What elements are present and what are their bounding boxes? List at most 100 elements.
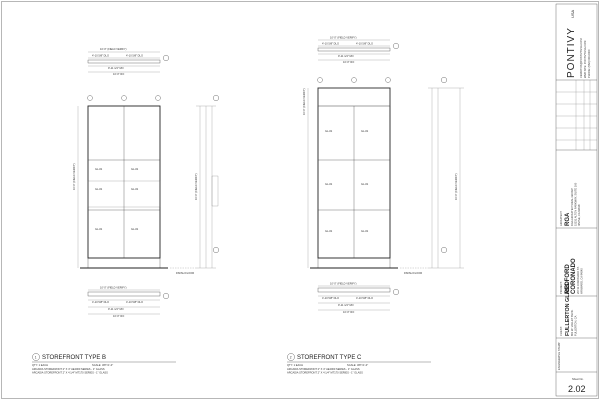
architect-addr2: IRVINE, CA 92618 [577, 204, 581, 226]
glass-tag: GL-#1 [361, 129, 369, 133]
glass-tag: GL-#1 [131, 167, 139, 171]
project-label: PROJECT: [559, 281, 563, 294]
architect-block: ARCHITECT: RGA RGA ARCHITECTURAL GROUP 1… [559, 182, 581, 226]
title-block: PONTIVY USA CERRITOS@PONTIVYUSA.COM WEB … [555, 3, 598, 397]
brand-block: PONTIVY USA CERRITOS@PONTIVYUSA.COM WEB … [566, 9, 591, 78]
elevation-number: 2 [290, 355, 292, 359]
bottom-sub-b: 4'-10 5/8" DLO [126, 300, 143, 304]
brand-sub: USA [570, 9, 575, 18]
glass-tag: GL-#1 [131, 187, 139, 191]
right-dim-chain: 10'-0" (FIELD VERIFY) [194, 105, 219, 269]
elevation-scale: SCALE: 3/8"=1'-0" [347, 363, 368, 367]
storefront-frame [80, 105, 168, 269]
mid-dim: 9'-11 1/4" MO [338, 54, 354, 58]
detail-callout-icon [393, 43, 399, 49]
bottom-mid: 9'-11 1/4" MO [338, 303, 354, 307]
left-overall-dim: 10'-0" (FIELD VERIFY) [72, 106, 79, 268]
glass-tag: GL-#1 [95, 187, 103, 191]
bottom-top-dim: 10'-0" (FIELD VERIFY) [100, 286, 127, 290]
sheet-label: Sheet No. [572, 377, 584, 381]
elevation-note-1: ARCADIA STOREFRONT 2" X 4" AE4000 SERIES… [287, 367, 360, 371]
bottom-sub-a: 4'-10 5/8" DLO [322, 296, 339, 300]
top-dim-text: 10'-0" (FIELD VERIFY) [100, 47, 127, 51]
bottom-top-dim: 10'-0" (FIELD VERIFY) [330, 282, 357, 286]
right-overall-text: 10'-0" (FIELD VERIFY) [194, 173, 198, 200]
elevation-note-2: ARCADIA STOREFRONT 2" X 4 1/4" MT170 SER… [287, 371, 363, 375]
contact-3: PHONE: (562) 000-0000 [587, 49, 591, 78]
top-dim-text: 10'-0" (FIELD VERIFY) [330, 36, 357, 40]
glass-tag: GL-#1 [131, 227, 139, 231]
project-addr1: 20711 CORONADO ST. [576, 266, 580, 294]
finish-floor-label: FINISH FLOOR [404, 271, 422, 275]
glass-tag: GL-#1 [95, 227, 103, 231]
project-name-2: CORONADO [571, 258, 577, 294]
elevation-title-2: 2 STOREFRONT TYPE C QTY: 1 EACH SCALE: 3… [287, 353, 431, 375]
sheet-number-block: Sheet No. 2.02 [568, 377, 586, 394]
architect-name: RGA [565, 212, 571, 226]
right-dim-chain: 10'-0" (FIELD VERIFY) [428, 87, 464, 269]
left-overall-dim: 10'-0" (FIELD VERIFY) [302, 88, 309, 268]
bottom-unit: 10'-0" RO [343, 310, 354, 314]
elevation-qty: QTY: 1 EACH [32, 363, 48, 367]
sub-dim-a: 4'-10 5/8" DLO [322, 42, 339, 46]
client-name: FULLERTON GLASS [565, 283, 571, 336]
bottom-sub-a: 4'-10 5/8" DLO [92, 300, 109, 304]
contact-1: CERRITOS@PONTIVYUSA.COM [579, 39, 583, 78]
elevation-type-c: 10'-0" (FIELD VERIFY) 4'-10 5/8" DLO 4'-… [287, 36, 464, 375]
project-addr2: HAYWARD, CA 94545 [580, 268, 584, 294]
elevation-title: STOREFRONT TYPE B [42, 355, 106, 361]
left-overall-text: 10'-0" (FIELD VERIFY) [72, 163, 76, 190]
detail-callout-icon [163, 293, 169, 299]
sheet-number: 2.02 [568, 384, 586, 394]
glass-tag: GL-#1 [325, 229, 333, 233]
column-markers [317, 77, 447, 253]
sub-dim-b: 4'-10 5/8" DLO [126, 54, 143, 58]
glass-tag: GL-#1 [361, 229, 369, 233]
glass-tags: GL-#1 GL-#1 GL-#1 GL-#1 GL-#1 GL-#1 [95, 167, 139, 231]
revision-table [556, 80, 597, 150]
detail-callout-icon [163, 55, 169, 61]
storefront-frame [310, 87, 398, 269]
architect-label: ARCHITECT: [559, 210, 563, 226]
elevation-scale: SCALE: 3/8"=1'-0" [92, 363, 113, 367]
glass-tag: GL-#1 [95, 167, 103, 171]
detail-callout-icon [393, 289, 399, 295]
glass-tag: GL-#1 [325, 182, 333, 186]
elevation-note-2: ARCADIA STOREFRONT 2" X 4 1/4" MT170 SER… [32, 371, 108, 375]
elevation-title-1: 1 STOREFRONT TYPE B QTY: 1 EACH SCALE: 3… [32, 353, 176, 375]
unit-dim: 10'-0" RO [113, 72, 124, 76]
project-block: PROJECT: REDFORD CORONADO 20711 CORONADO… [559, 258, 584, 294]
glass-tag: GL-#1 [361, 182, 369, 186]
glass-tag: GL-#1 [325, 129, 333, 133]
mid-dim: 9'-11 1/4" MO [108, 66, 124, 70]
stamp-block: ENGINEERING STAMP [557, 342, 561, 370]
client-addr2: FULLERTON, CA [574, 315, 578, 336]
elevation-qty: QTY: 1 EACH [287, 363, 303, 367]
project-name: REDFORD [565, 264, 571, 294]
left-overall-text: 10'-0" (FIELD VERIFY) [302, 88, 306, 115]
column-markers [87, 95, 219, 253]
finish-floor-label: FINISH FLOOR [176, 271, 194, 275]
hatched-panel [87, 180, 161, 208]
elevation-type-b: 10'-0" (FIELD VERIFY) 4'-10 5/8" DLO 4'-… [32, 47, 219, 375]
bottom-unit: 10'-0" RO [113, 314, 124, 318]
sub-dim-b: 4'-10 5/8" DLO [356, 42, 373, 46]
elevation-note-1: ARCADIA STOREFRONT 2" X 4" AE4000 SERIES… [32, 367, 105, 371]
sub-dim-a: 4'-10 5/8" DLO [92, 54, 109, 58]
right-overall-text: 10'-0" (FIELD VERIFY) [454, 173, 458, 200]
finish-floor-marker: FINISH FLOOR [170, 267, 196, 275]
bottom-mid: 9'-11 1/4" MO [108, 307, 124, 311]
bottom-plan-dims: 10'-0" (FIELD VERIFY) 4'-10 5/8" DLO 4'-… [87, 286, 169, 318]
client-block: CLIENT: FULLERTON GLASS 801 W. VALLEY BL… [559, 283, 578, 336]
client-label: CLIENT: [559, 326, 563, 336]
top-plan-dims: 10'-0" (FIELD VERIFY) 4'-10 5/8" DLO 4'-… [87, 47, 169, 76]
architect-sub: RGA ARCHITECTURAL GROUP [570, 188, 574, 226]
bottom-sub-b: 4'-10 5/8" DLO [356, 296, 373, 300]
unit-dim: 10'-0" RO [343, 60, 354, 64]
top-plan-dims: 10'-0" (FIELD VERIFY) 4'-10 5/8" DLO 4'-… [317, 36, 399, 64]
client-addr1: 801 W. VALLEY BLVD. [570, 309, 574, 336]
elevation-title: STOREFRONT TYPE C [297, 355, 362, 361]
architect-addr1: 15231 ALTON PARKWAY, SUITE 100 [574, 182, 578, 226]
